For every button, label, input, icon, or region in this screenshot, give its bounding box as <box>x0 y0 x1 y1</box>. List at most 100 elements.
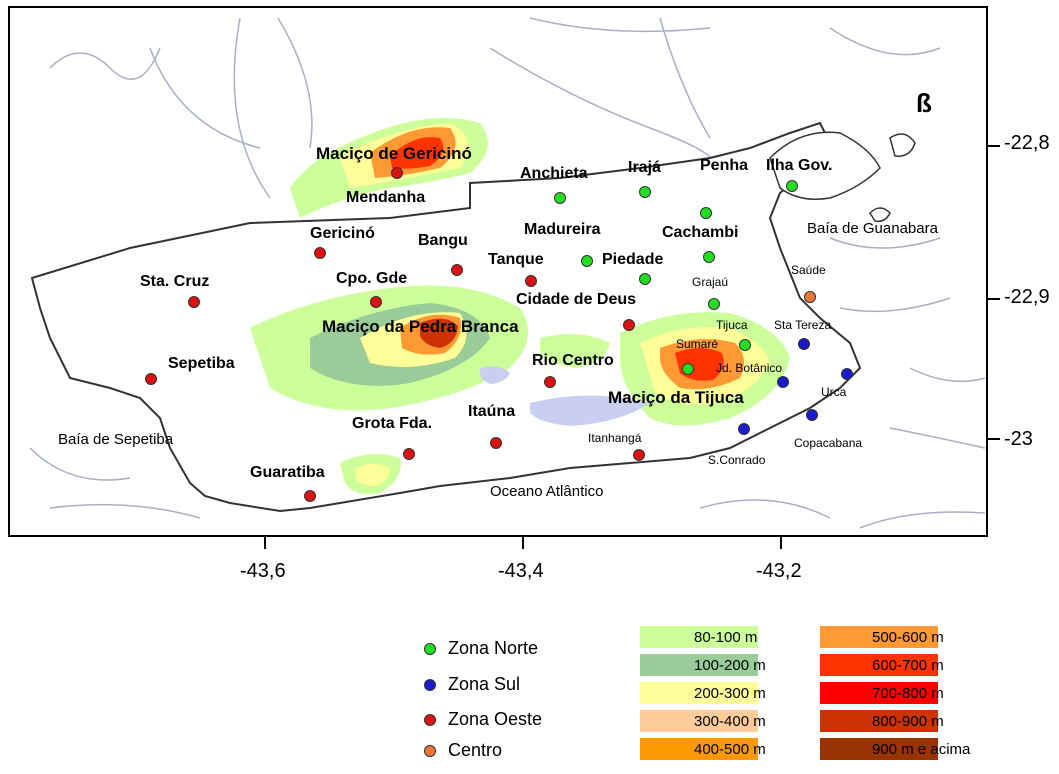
station-dot-copacabana <box>806 409 818 421</box>
massif-label-pedra-branca: Maciço da Pedra Branca <box>322 317 519 336</box>
station-dot-sta-tereza <box>798 338 810 350</box>
legend-label-centro: Centro <box>448 740 503 760</box>
legend-label-zona-oeste: Zona Oeste <box>448 709 543 729</box>
elevation-swatch <box>820 738 938 760</box>
station-dot-jd-botanico <box>777 376 789 388</box>
station-dot-anchieta <box>554 192 566 204</box>
station-dot-cachambi <box>703 251 715 263</box>
label-anchieta: Anchieta <box>520 165 588 182</box>
label-grota-fda: Grota Fda. <box>352 415 433 432</box>
label-sepetiba: Sepetiba <box>168 355 235 372</box>
label-urca: Urca <box>821 385 847 399</box>
elevation-label: 900 m e acima <box>872 741 971 758</box>
label-rio-centro: Rio Centro <box>532 352 614 369</box>
label-grajau: Grajaú <box>692 275 729 289</box>
label-cidade-de-deus: Cidade de Deus <box>516 291 637 308</box>
label-sta-tereza: Sta Tereza <box>774 318 832 332</box>
elevation-label: 800-900 m <box>872 713 944 730</box>
label-jd-botanico: Jd. Botânico <box>716 361 783 375</box>
lat-tick-mark <box>988 145 1000 147</box>
elevation-swatch <box>640 626 758 648</box>
legend-dot-zona-oeste <box>424 714 436 726</box>
lon-tick-label: -43,6 <box>240 560 286 582</box>
lat-tick-label: -22,8 <box>1004 132 1050 154</box>
lat-tick-label: -22,9 <box>1004 286 1050 308</box>
label-iraja: Irajá <box>628 159 661 176</box>
label-copacabana: Copacabana <box>794 436 863 450</box>
lon-tick-mark <box>264 537 266 549</box>
terrain <box>250 118 790 495</box>
label-sumare: Sumaré <box>676 337 719 351</box>
elevation-swatch <box>640 710 758 732</box>
river-lines <box>29 17 986 529</box>
station-dot-tanque <box>525 275 537 287</box>
station-dot-guaratiba <box>304 490 316 502</box>
elevation-label: 600-700 m <box>872 657 944 674</box>
station-dot-rio-centro <box>544 376 556 388</box>
station-dot-saude <box>804 291 816 303</box>
label-itanhanga: Itanhangá <box>588 431 642 445</box>
elevation-label: 500-600 m <box>872 629 944 646</box>
station-dot-iraja <box>639 186 651 198</box>
lat-tick-mark <box>988 438 1000 440</box>
elevation-label: 300-400 m <box>694 713 766 730</box>
elevation-swatch <box>640 654 758 676</box>
lat-tick-mark <box>988 298 1000 300</box>
water-label-guanabara: Baía de Guanabara <box>807 220 938 237</box>
station-dot-urca <box>841 368 853 380</box>
station-dot-piedade <box>639 273 651 285</box>
lat-tick-label: -23 <box>1004 428 1033 450</box>
label-s-conrado: S.Conrado <box>708 453 766 467</box>
station-dot-tijuca <box>739 339 751 351</box>
station-dot-sepetiba <box>145 373 157 385</box>
station-dot-bangu <box>451 264 463 276</box>
station-dot-itauna <box>490 437 502 449</box>
legend-dot-centro <box>424 745 436 757</box>
label-penha: Penha <box>700 157 749 174</box>
label-itauna: Itaúna <box>468 403 516 420</box>
label-bangu: Bangu <box>418 232 468 249</box>
elevation-swatch <box>640 738 758 760</box>
elevation-swatch <box>820 682 938 704</box>
map-canvas <box>29 17 986 529</box>
label-saude: Saúde <box>791 263 826 277</box>
elevation-label: 400-500 m <box>694 741 766 758</box>
islands <box>769 131 916 223</box>
water-label-sepetiba: Baía de Sepetiba <box>58 431 174 448</box>
station-dot-penha <box>700 207 712 219</box>
station-dot-sta-cruz <box>188 296 200 308</box>
elevation-label: 100-200 m <box>694 657 766 674</box>
lon-tick-label: -43,4 <box>498 560 544 582</box>
lon-tick-mark <box>780 537 782 549</box>
station-dot-mendanha <box>391 167 403 179</box>
massif-label-tijuca: Maciço da Tijuca <box>608 388 744 407</box>
elevation-swatch <box>820 710 938 732</box>
station-dot-madureira <box>581 255 593 267</box>
station-dot-itanhanga <box>633 449 645 461</box>
water-label-ocean: Oceano Atlântico <box>490 483 604 500</box>
massif-label-gericino: Maciço de Gericinó <box>316 144 472 163</box>
station-dot-sumare <box>682 363 694 375</box>
label-cpo-gde: Cpo. Gde <box>336 270 408 287</box>
legend-label-zona-norte: Zona Norte <box>448 638 539 658</box>
label-ilha-gov: Ilha Gov. <box>766 157 833 174</box>
label-tanque: Tanque <box>488 251 544 268</box>
map-frame: Baía de Guanabara Baía de Sepetiba Ocean… <box>8 6 988 537</box>
station-dot-grota-fda <box>403 448 415 460</box>
legend-label-zona-sul: Zona Sul <box>448 674 521 694</box>
label-mendanha: Mendanha <box>346 189 426 206</box>
station-dot-gericino <box>314 247 326 259</box>
label-cachambi: Cachambi <box>662 224 739 241</box>
elevation-label: 80-100 m <box>694 629 758 646</box>
north-arrow-icon: ß <box>916 88 932 118</box>
elevation-swatch <box>820 626 938 648</box>
label-madureira: Madureira <box>524 221 601 238</box>
label-sta-cruz: Sta. Cruz <box>140 273 210 290</box>
elevation-swatch <box>640 682 758 704</box>
elevation-label: 700-800 m <box>872 685 944 702</box>
station-dot-ilha-gov <box>786 180 798 192</box>
elevation-label: 200-300 m <box>694 685 766 702</box>
label-guaratiba: Guaratiba <box>250 464 325 481</box>
legend-dot-zona-sul <box>424 679 436 691</box>
label-piedade: Piedade <box>602 251 664 268</box>
